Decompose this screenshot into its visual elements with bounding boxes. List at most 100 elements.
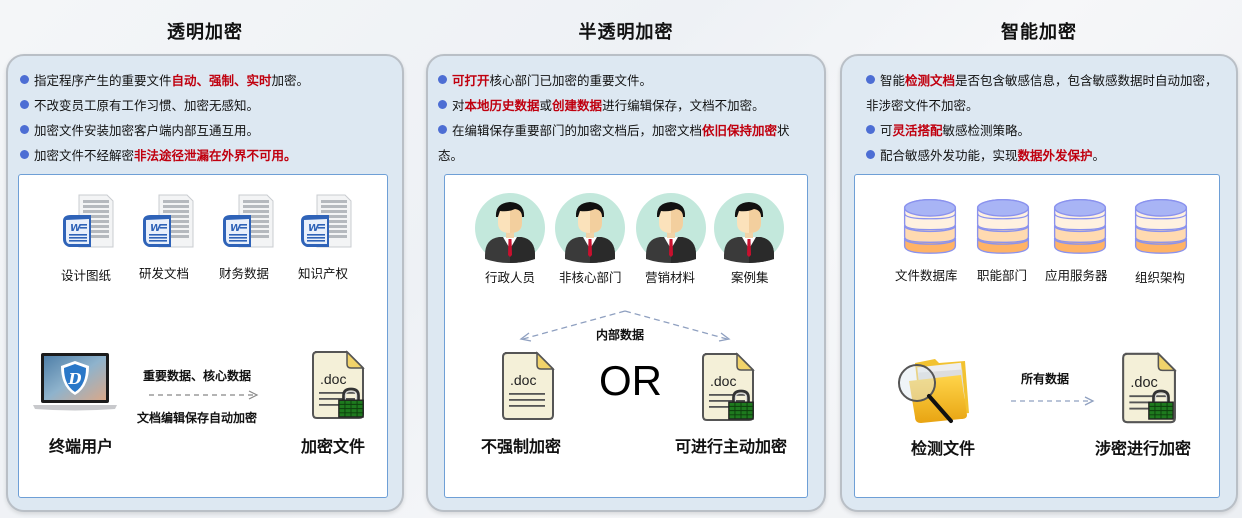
source-label: 检测文件 <box>911 439 976 458</box>
arrow-top-label: 所有数据 <box>1021 372 1070 386</box>
bullet-item: 可打开核心部门已加密的重要文件。 <box>438 68 810 93</box>
bullet-text: 在编辑保存重要部门的加密文档后，加密文档 <box>452 123 703 138</box>
or-label: OR <box>599 357 662 404</box>
word-document-icon <box>295 193 355 253</box>
icon-label: 研发文档 <box>139 266 190 281</box>
target-label: 加密文件 <box>301 437 366 456</box>
icon-label: 营销材料 <box>645 270 696 285</box>
diagram-area: 文件数据库 职能部门 应用服务器 组织架构 检测文件 所有数据 涉密进行加密 <box>854 174 1220 498</box>
bullet-dot-icon <box>438 75 447 84</box>
bullet-highlight: 创建数据 <box>552 98 603 113</box>
bullet-text: 指定程序产生的重要文件 <box>34 73 172 88</box>
column-smart-encryption: 智能加密 智能检测文档是否包含敏感信息，包含敏感数据时自动加密，非涉密文件不加密… <box>840 0 1238 518</box>
bullet-item: 配合敏感外发功能，实现数据外发保护。 <box>852 143 1230 168</box>
bullet-text: 智能 <box>880 73 906 88</box>
folder-magnifier-icon <box>898 359 969 423</box>
bullet-highlight: 本地历史数据 <box>464 98 540 113</box>
person-icon <box>555 193 625 263</box>
bullet-text: 进行编辑保存，文档不加密。 <box>602 98 765 113</box>
bullet-highlight: 自动、强制、实时 <box>171 73 272 88</box>
bullet-dot-icon <box>438 125 447 134</box>
diagram-area: 行政人员 非核心部门 营销材料 案例集 内部数据 OR 不强制加密 可进行主动加… <box>444 174 808 498</box>
bullet-dot-icon <box>438 100 447 109</box>
bullet-text: 。 <box>1092 148 1106 163</box>
feature-panel: 智能检测文档是否包含敏感信息，包含敏感数据时自动加密，非涉密文件不加密。 可灵活… <box>840 54 1238 512</box>
left-label: 不强制加密 <box>481 437 562 456</box>
column-semi-transparent-encryption: 半透明加密 可打开核心部门已加密的重要文件。 对本地历史数据或创建数据进行编辑保… <box>426 0 826 518</box>
icon-label: 应用服务器 <box>1045 268 1108 283</box>
right-label: 可进行主动加密 <box>675 437 788 456</box>
bullet-dot-icon <box>20 150 29 159</box>
source-label: 终端用户 <box>49 437 114 456</box>
bullet-highlight: 灵活搭配 <box>892 123 943 138</box>
locked-doc-icon <box>1119 351 1177 425</box>
bullet-dot-icon <box>20 125 29 134</box>
icon-label: 知识产权 <box>298 266 349 281</box>
column-transparent-encryption: 透明加密 指定程序产生的重要文件自动、强制、实时加密。 不改变员工原有工作习惯、… <box>6 0 404 518</box>
bullet-list: 可打开核心部门已加密的重要文件。 对本地历史数据或创建数据进行编辑保存，文档不加… <box>438 68 810 168</box>
bullet-item: 在编辑保存重要部门的加密文档后，加密文档依旧保持加密状态。 <box>438 118 810 168</box>
feature-panel: 指定程序产生的重要文件自动、强制、实时加密。 不改变员工原有工作习惯、加密无感知… <box>6 54 404 512</box>
icon-label: 组织架构 <box>1135 270 1186 285</box>
icon-label: 财务数据 <box>219 266 270 281</box>
icon-label: 案例集 <box>731 270 769 285</box>
bullet-text: 敏感检测策略。 <box>942 123 1031 138</box>
arrow-top-label: 重要数据、核心数据 <box>143 369 252 383</box>
bullet-text: 状态。 <box>438 123 790 163</box>
bullet-text: 核心部门已加密的重要文件。 <box>489 73 653 88</box>
center-label: 内部数据 <box>596 328 645 342</box>
bullet-text: 不改变员工原有工作习惯、加密无感知。 <box>34 98 260 113</box>
bullet-text: 配合敏感外发功能，实现 <box>880 148 1018 163</box>
arrow-bottom-label: 文档编辑保存自动加密 <box>137 411 258 425</box>
database-icon <box>1051 197 1109 255</box>
word-document-icon <box>217 193 277 253</box>
dashed-arrow-icon <box>1011 396 1095 406</box>
bullet-item: 智能检测文档是否包含敏感信息，包含敏感数据时自动加密，非涉密文件不加密。 <box>852 68 1230 118</box>
locked-doc-icon <box>699 351 755 423</box>
bullet-dot-icon <box>866 150 875 159</box>
bullet-item: 可灵活搭配敏感检测策略。 <box>852 118 1230 143</box>
bullet-highlight: 依旧保持加密 <box>702 123 778 138</box>
word-document-icon <box>57 193 117 253</box>
icon-label: 文件数据库 <box>895 268 958 283</box>
column-title: 透明加密 <box>167 22 243 43</box>
database-icon <box>974 197 1032 255</box>
bullet-text: 可 <box>880 123 893 138</box>
word-document-icon <box>137 193 197 253</box>
feature-panel: 可打开核心部门已加密的重要文件。 对本地历史数据或创建数据进行编辑保存，文档不加… <box>426 54 826 512</box>
bullet-item: 加密文件安装加密客户端内部互通互用。 <box>20 118 392 143</box>
locked-doc-icon <box>309 349 365 421</box>
column-title: 半透明加密 <box>578 22 674 43</box>
database-icon <box>1132 197 1190 255</box>
target-label: 涉密进行加密 <box>1095 439 1192 458</box>
person-icon <box>636 193 706 263</box>
icon-label: 职能部门 <box>977 268 1028 283</box>
svg-text:D: D <box>68 370 82 388</box>
bullet-highlight: 数据外发保护 <box>1017 148 1093 163</box>
bullet-text: 加密文件安装加密客户端内部互通互用。 <box>34 123 260 138</box>
icon-label: 设计图纸 <box>61 268 112 283</box>
bullet-text: 对 <box>452 98 465 113</box>
bullet-item: 加密文件不经解密非法途径泄漏在外界不可用。 <box>20 143 392 168</box>
bullet-dot-icon <box>20 75 29 84</box>
bullet-text: 加密文件不经解密 <box>34 148 135 163</box>
database-icon <box>901 197 959 255</box>
bullet-highlight: 非法途径泄漏在外界不可用。 <box>134 148 297 163</box>
dashed-arrow-icon <box>149 390 259 400</box>
laptop-shield-icon: D <box>33 353 117 411</box>
icon-label: 行政人员 <box>485 270 536 285</box>
person-icon <box>714 193 784 263</box>
bullet-text: 加密。 <box>271 73 310 88</box>
bullet-item: 对本地历史数据或创建数据进行编辑保存，文档不加密。 <box>438 93 810 118</box>
bullet-highlight: 检测文档 <box>905 73 956 88</box>
column-title: 智能加密 <box>1001 22 1077 43</box>
bullet-dot-icon <box>866 75 875 84</box>
doc-icon <box>499 351 555 421</box>
bullet-item: 不改变员工原有工作习惯、加密无感知。 <box>20 93 392 118</box>
person-icon <box>475 193 545 263</box>
icon-label: 非核心部门 <box>559 270 622 285</box>
diagram-area: 设计图纸 研发文档 财务数据 知识产权 D 终端用户 重要数据、核心数据 文档编… <box>18 174 388 498</box>
bullet-dot-icon <box>20 100 29 109</box>
bullet-dot-icon <box>866 125 875 134</box>
bullet-highlight: 可打开 <box>452 73 490 88</box>
